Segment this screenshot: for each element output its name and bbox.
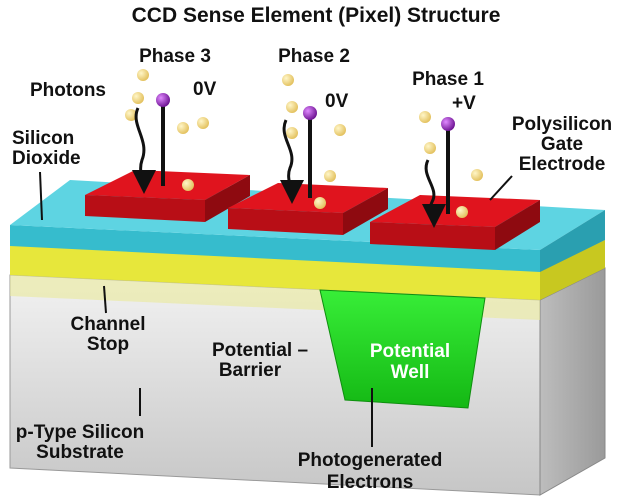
electrons-label-line1: Photogenerated (298, 450, 443, 471)
diagram-title: CCD Sense Element (Pixel) Structure (132, 4, 501, 27)
photons-label: Photons (30, 80, 106, 101)
phase-3-voltage: 0V (193, 79, 217, 100)
potential-barrier-label-line1: Potential – (212, 340, 308, 361)
photon-paths (131, 107, 446, 228)
potential-well-label-line2: Well (391, 362, 430, 383)
electrode-contacts (156, 93, 455, 214)
phase-1-label: Phase 1 (412, 69, 484, 90)
gate-label-line2: Gate (541, 134, 583, 155)
channel-stop-label-line2: Stop (87, 334, 129, 355)
gate-electrode-phase-2 (228, 183, 388, 235)
potential-well-label-line1: Potential (370, 341, 450, 362)
phase-3-label: Phase 3 (139, 46, 211, 67)
substrate-label-line2: Substrate (36, 442, 124, 463)
phase-2-voltage: 0V (325, 91, 349, 112)
gate-electrode-phase-1 (370, 195, 540, 250)
gate-electrode-phase-3 (85, 170, 250, 222)
gate-leader (489, 175, 513, 201)
phase-1-voltage: +V (452, 93, 476, 114)
potential-well (319, 289, 486, 409)
silicon-dioxide-label-line1: Silicon (12, 128, 74, 149)
photons (125, 69, 483, 218)
potential-barrier-label-line2: Barrier (219, 360, 282, 381)
substrate-label-line1: p-Type Silicon (16, 422, 144, 443)
gate-label-line3: Electrode (519, 154, 606, 175)
silicon-dioxide-leader (39, 171, 43, 221)
channel-stop-label-line1: Channel (71, 314, 146, 335)
gate-label-line1: Polysilicon (512, 114, 612, 135)
electrons-label-line2: Electrons (327, 472, 414, 493)
channel-stop-leader (103, 285, 107, 314)
phase-2-label: Phase 2 (278, 46, 350, 67)
silicon-dioxide-label-line2: Dioxide (12, 148, 81, 169)
